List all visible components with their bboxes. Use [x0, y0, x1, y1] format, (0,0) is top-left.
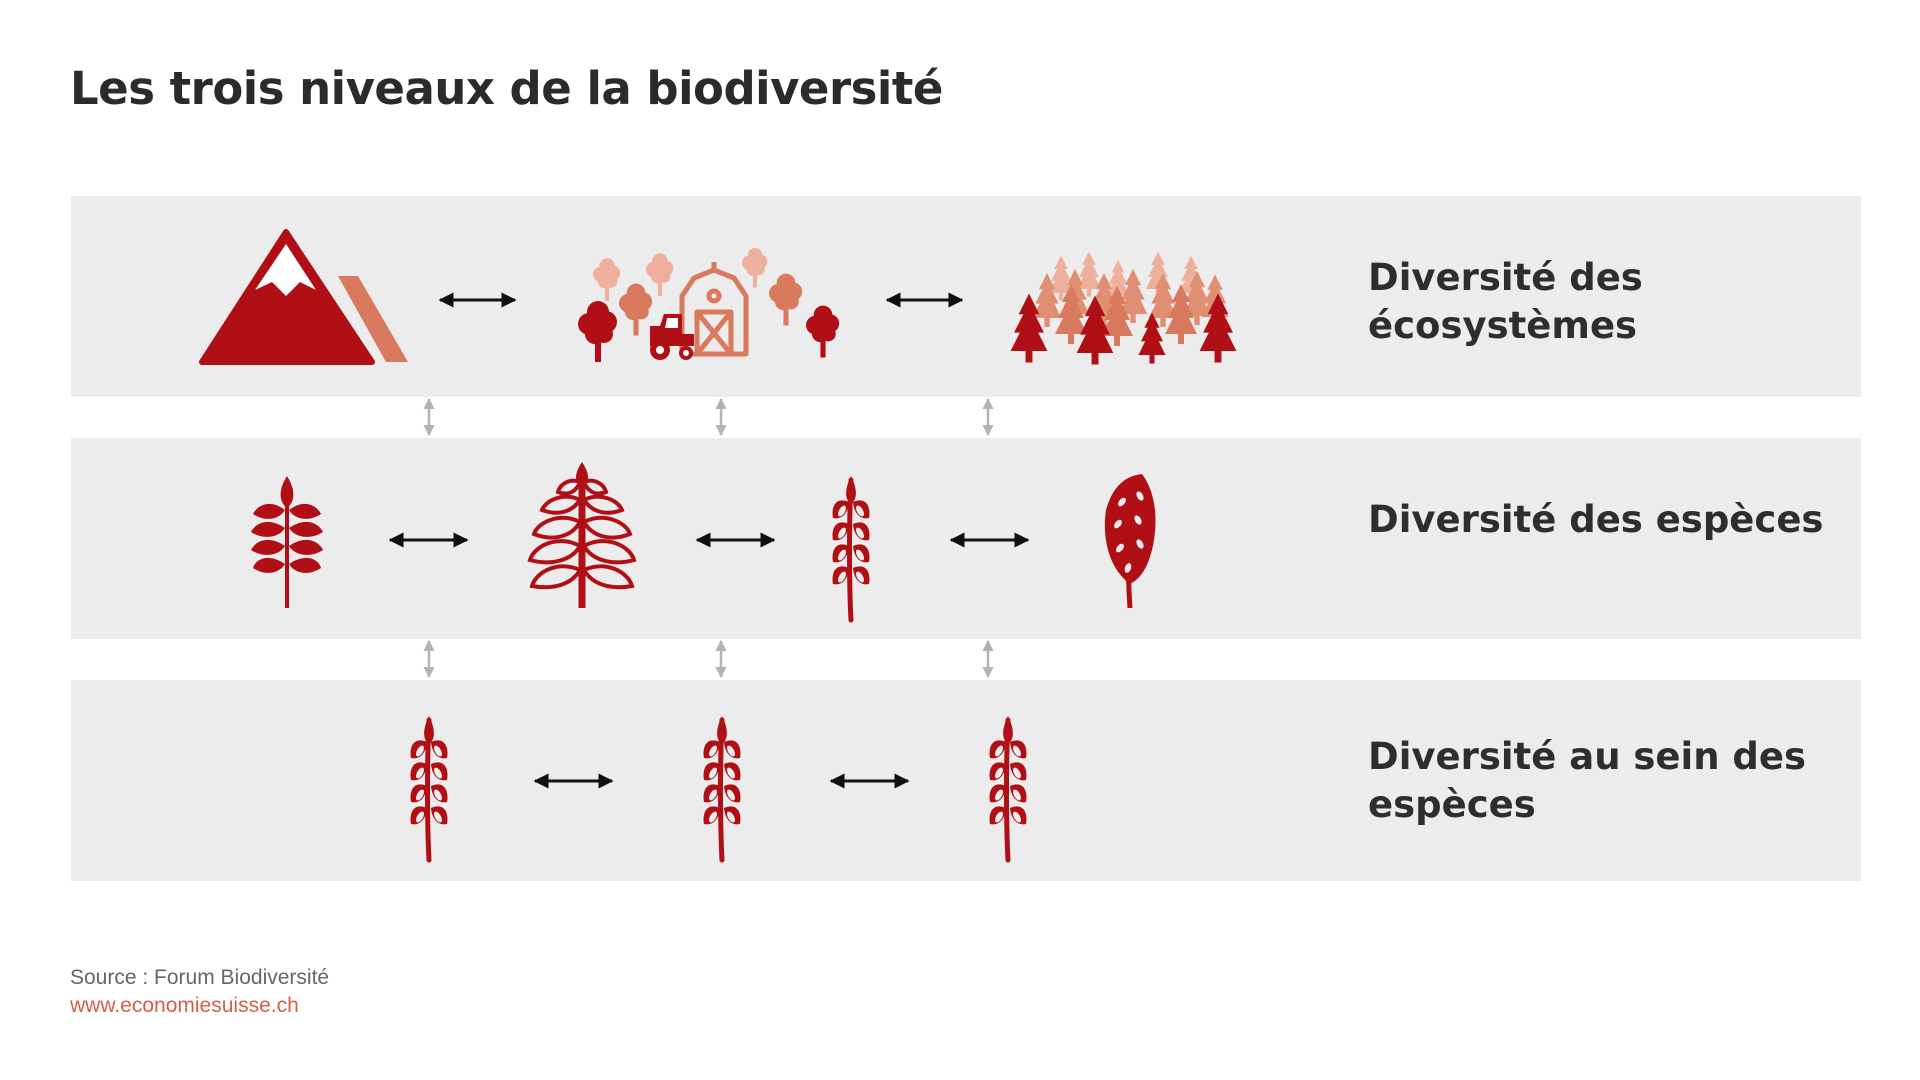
farm-icon — [578, 247, 840, 362]
source-link[interactable]: www.economiesuisse.ch — [70, 994, 299, 1017]
rye-ear-icon — [1104, 474, 1156, 609]
label-species: Diversité des espèces — [1368, 498, 1824, 541]
forest-icon — [1010, 251, 1237, 365]
page-title: Les trois niveaux de la biodiversité — [70, 62, 943, 115]
fern-leaf-icon — [527, 462, 637, 608]
label-ecosystems: Diversité des écosystèmes — [1368, 256, 1643, 347]
source-note: Source : Forum Biodiversité — [70, 966, 330, 989]
band-within-species: Diversité au sein des espèces — [71, 680, 1861, 881]
vertical-arrow-icon — [423, 397, 994, 679]
grass-ear-icon — [251, 476, 323, 608]
mountain-icon — [199, 229, 408, 365]
wheat-ear-icon — [704, 716, 741, 860]
wheat-ear-icon — [411, 716, 448, 860]
wheat-ear-icon — [833, 476, 870, 620]
label-within-species: Diversité au sein des espèces — [1368, 735, 1807, 826]
wheat-ear-icon — [990, 716, 1027, 860]
